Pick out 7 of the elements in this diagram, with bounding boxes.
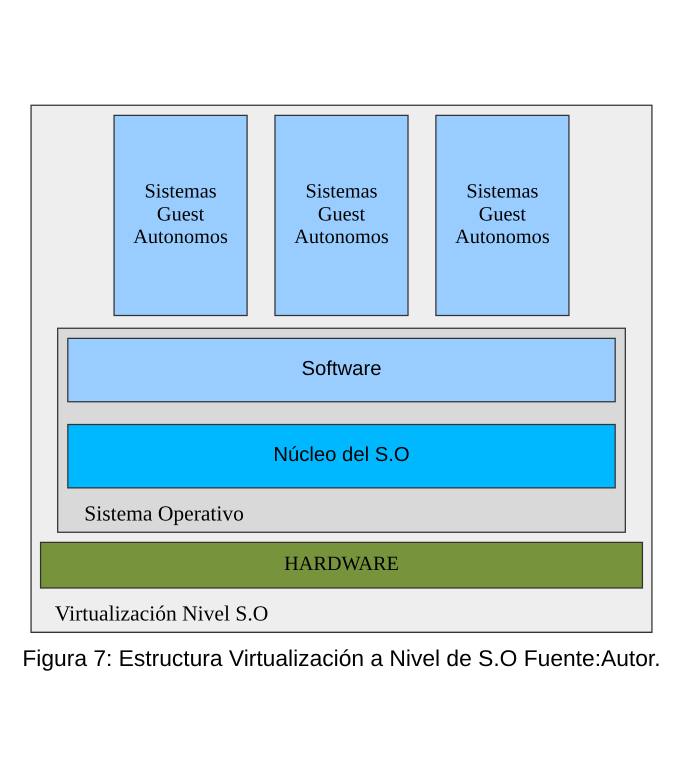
node-box: Software bbox=[67, 337, 616, 402]
node-box: Núcleo del S.O bbox=[67, 423, 616, 488]
node-box: Sistemas Guest Autonomos bbox=[435, 114, 570, 316]
node-box: Sistemas Guest Autonomos bbox=[113, 114, 248, 316]
caption: Figura 7: Estructura Virtualización a Nivel de S.O Fuente:Autor. bbox=[22, 644, 661, 670]
node-box: Sistemas Guest Autonomos bbox=[274, 114, 409, 316]
node-box: HARDWARE bbox=[40, 541, 644, 588]
